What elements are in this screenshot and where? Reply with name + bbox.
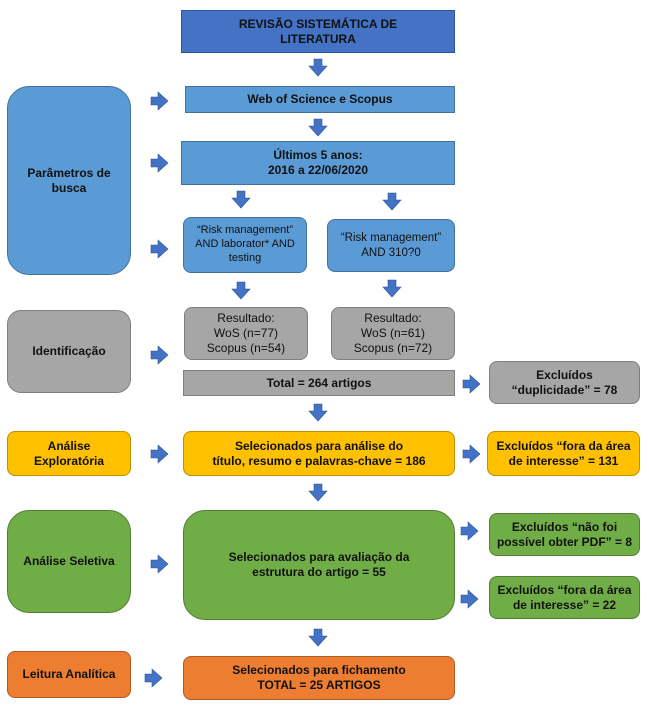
- stage-leitura-analitica: Leitura Analítica: [7, 651, 131, 698]
- arrow-down-icon: [231, 281, 251, 300]
- years-box: Últimos 5 anos: 2016 a 22/06/2020: [181, 141, 455, 185]
- databases-box: Web of Science e Scopus: [185, 86, 455, 113]
- query1-box: “Risk management” AND laborator* AND tes…: [183, 217, 307, 273]
- arrow-down-icon: [308, 483, 328, 502]
- title-text: REVISÃO SISTEMÁTICA DE LITERATURA: [238, 16, 398, 46]
- result2-text: Resultado: WoS (n=61) Scopus (n=72): [353, 311, 433, 355]
- stage-analise-seletiva: Análise Seletiva: [7, 510, 131, 613]
- arrow-right-icon: [150, 444, 169, 464]
- stage-identificacao: Identificação: [7, 310, 131, 393]
- stage-parametros-busca: Parâmetros de busca: [7, 86, 131, 275]
- arrow-down-icon: [308, 118, 328, 137]
- title-box: REVISÃO SISTEMÁTICA DE LITERATURA: [181, 10, 455, 53]
- arrow-right-icon: [460, 521, 479, 541]
- excl-pdf-box: Excluídos “não foi possível obter PDF” =…: [489, 513, 640, 556]
- arrow-right-icon: [460, 589, 479, 609]
- arrow-down-icon: [382, 192, 402, 211]
- excl-area2-box: Excluídos “fora da área de interesse” = …: [489, 576, 640, 619]
- stage-identificacao-label: Identificação: [32, 344, 106, 358]
- excl-dup-text: Excluídos “duplicidade” = 78: [511, 367, 618, 397]
- stage-analise-exploratoria: Análise Exploratória: [7, 431, 131, 476]
- arrow-right-icon: [462, 444, 481, 464]
- excl-pdf-text: Excluídos “não foi possível obter PDF” =…: [496, 519, 633, 549]
- excl-area1-box: Excluídos “fora da área de interesse” = …: [487, 431, 640, 476]
- total-text: Total = 264 artigos: [266, 375, 372, 390]
- sel-estrutura-box: Selecionados para avaliação da estrutura…: [183, 510, 455, 620]
- arrow-down-icon: [382, 279, 402, 298]
- excl-area2-text: Excluídos “fora da área de interesse” = …: [497, 582, 632, 612]
- total-box: Total = 264 artigos: [183, 370, 455, 396]
- arrow-down-icon: [231, 190, 251, 209]
- arrow-right-icon: [150, 345, 169, 365]
- arrow-right-icon: [462, 374, 481, 394]
- stage-parametros-busca-label: Parâmetros de busca: [27, 165, 111, 195]
- query1-text: “Risk management” AND laborator* AND tes…: [195, 224, 295, 264]
- sel-titulo-box: Selecionados para análise do título, res…: [183, 431, 455, 476]
- arrow-right-icon: [144, 668, 163, 688]
- excl-area1-text: Excluídos “fora da área de interesse” = …: [496, 438, 631, 468]
- stage-analise-exploratoria-label: Análise Exploratória: [33, 438, 105, 468]
- stage-analise-seletiva-label: Análise Seletiva: [23, 554, 115, 568]
- years-text: Últimos 5 anos: 2016 a 22/06/2020: [267, 148, 369, 177]
- arrow-right-icon: [150, 91, 169, 111]
- arrow-right-icon: [150, 239, 169, 259]
- sel-fich-text: Selecionados para fichamento TOTAL = 25 …: [232, 663, 406, 692]
- excl-dup-box: Excluídos “duplicidade” = 78: [489, 361, 640, 404]
- sel-titulo-text: Selecionados para análise do título, res…: [212, 438, 426, 468]
- sel-fich-box: Selecionados para fichamento TOTAL = 25 …: [183, 656, 455, 700]
- databases-text: Web of Science e Scopus: [247, 92, 393, 106]
- query2-box: “Risk management” AND 310?0: [327, 219, 455, 272]
- result1-box: Resultado: WoS (n=77) Scopus (n=54): [184, 307, 308, 360]
- stage-leitura-analitica-label: Leitura Analítica: [22, 667, 116, 681]
- arrow-right-icon: [150, 153, 169, 173]
- query2-text: “Risk management” AND 310?0: [340, 232, 442, 259]
- result2-box: Resultado: WoS (n=61) Scopus (n=72): [331, 307, 455, 360]
- arrow-down-icon: [308, 403, 328, 422]
- arrow-down-icon: [308, 58, 328, 77]
- sel-estrutura-text: Selecionados para avaliação da estrutura…: [228, 550, 410, 579]
- result1-text: Resultado: WoS (n=77) Scopus (n=54): [206, 311, 286, 355]
- arrow-right-icon: [150, 554, 169, 574]
- arrow-down-icon: [308, 628, 328, 647]
